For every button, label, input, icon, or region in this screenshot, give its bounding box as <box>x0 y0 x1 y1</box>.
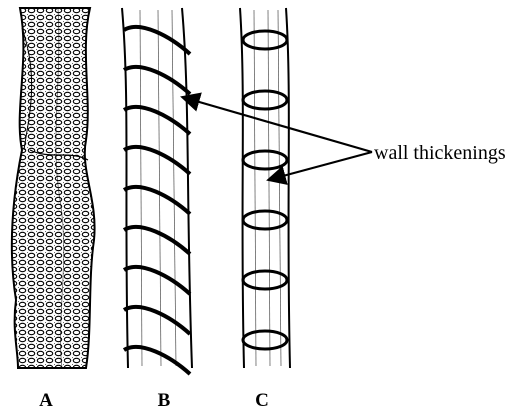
spiral-thickening-bands <box>124 27 190 374</box>
spiral-thickening <box>124 307 190 334</box>
vessel-c-annular <box>240 8 290 368</box>
vessel-b-spiral <box>122 8 192 374</box>
spiral-thickening <box>124 347 190 374</box>
annular-thickening-ring <box>243 151 287 169</box>
spiral-thickening <box>124 27 190 54</box>
spiral-thickening <box>124 67 190 94</box>
spiral-thickening <box>124 267 190 294</box>
annular-thickening-ring <box>243 211 287 229</box>
arrow-to-spiral-thickening <box>182 97 372 152</box>
spiral-thickening <box>124 227 190 254</box>
spiral-thickening <box>124 187 190 214</box>
vessel-a-pitted <box>12 8 95 368</box>
annular-thickening-ring <box>243 31 287 49</box>
panel-label-a: A <box>39 390 53 411</box>
spiral-thickening <box>124 107 190 134</box>
annular-thickening-ring <box>243 91 287 109</box>
spiral-thickening <box>124 147 190 174</box>
panel-label-b: B <box>158 390 171 411</box>
panel-label-c: C <box>255 390 269 411</box>
wall-thickenings-label: wall thickenings <box>374 142 506 164</box>
